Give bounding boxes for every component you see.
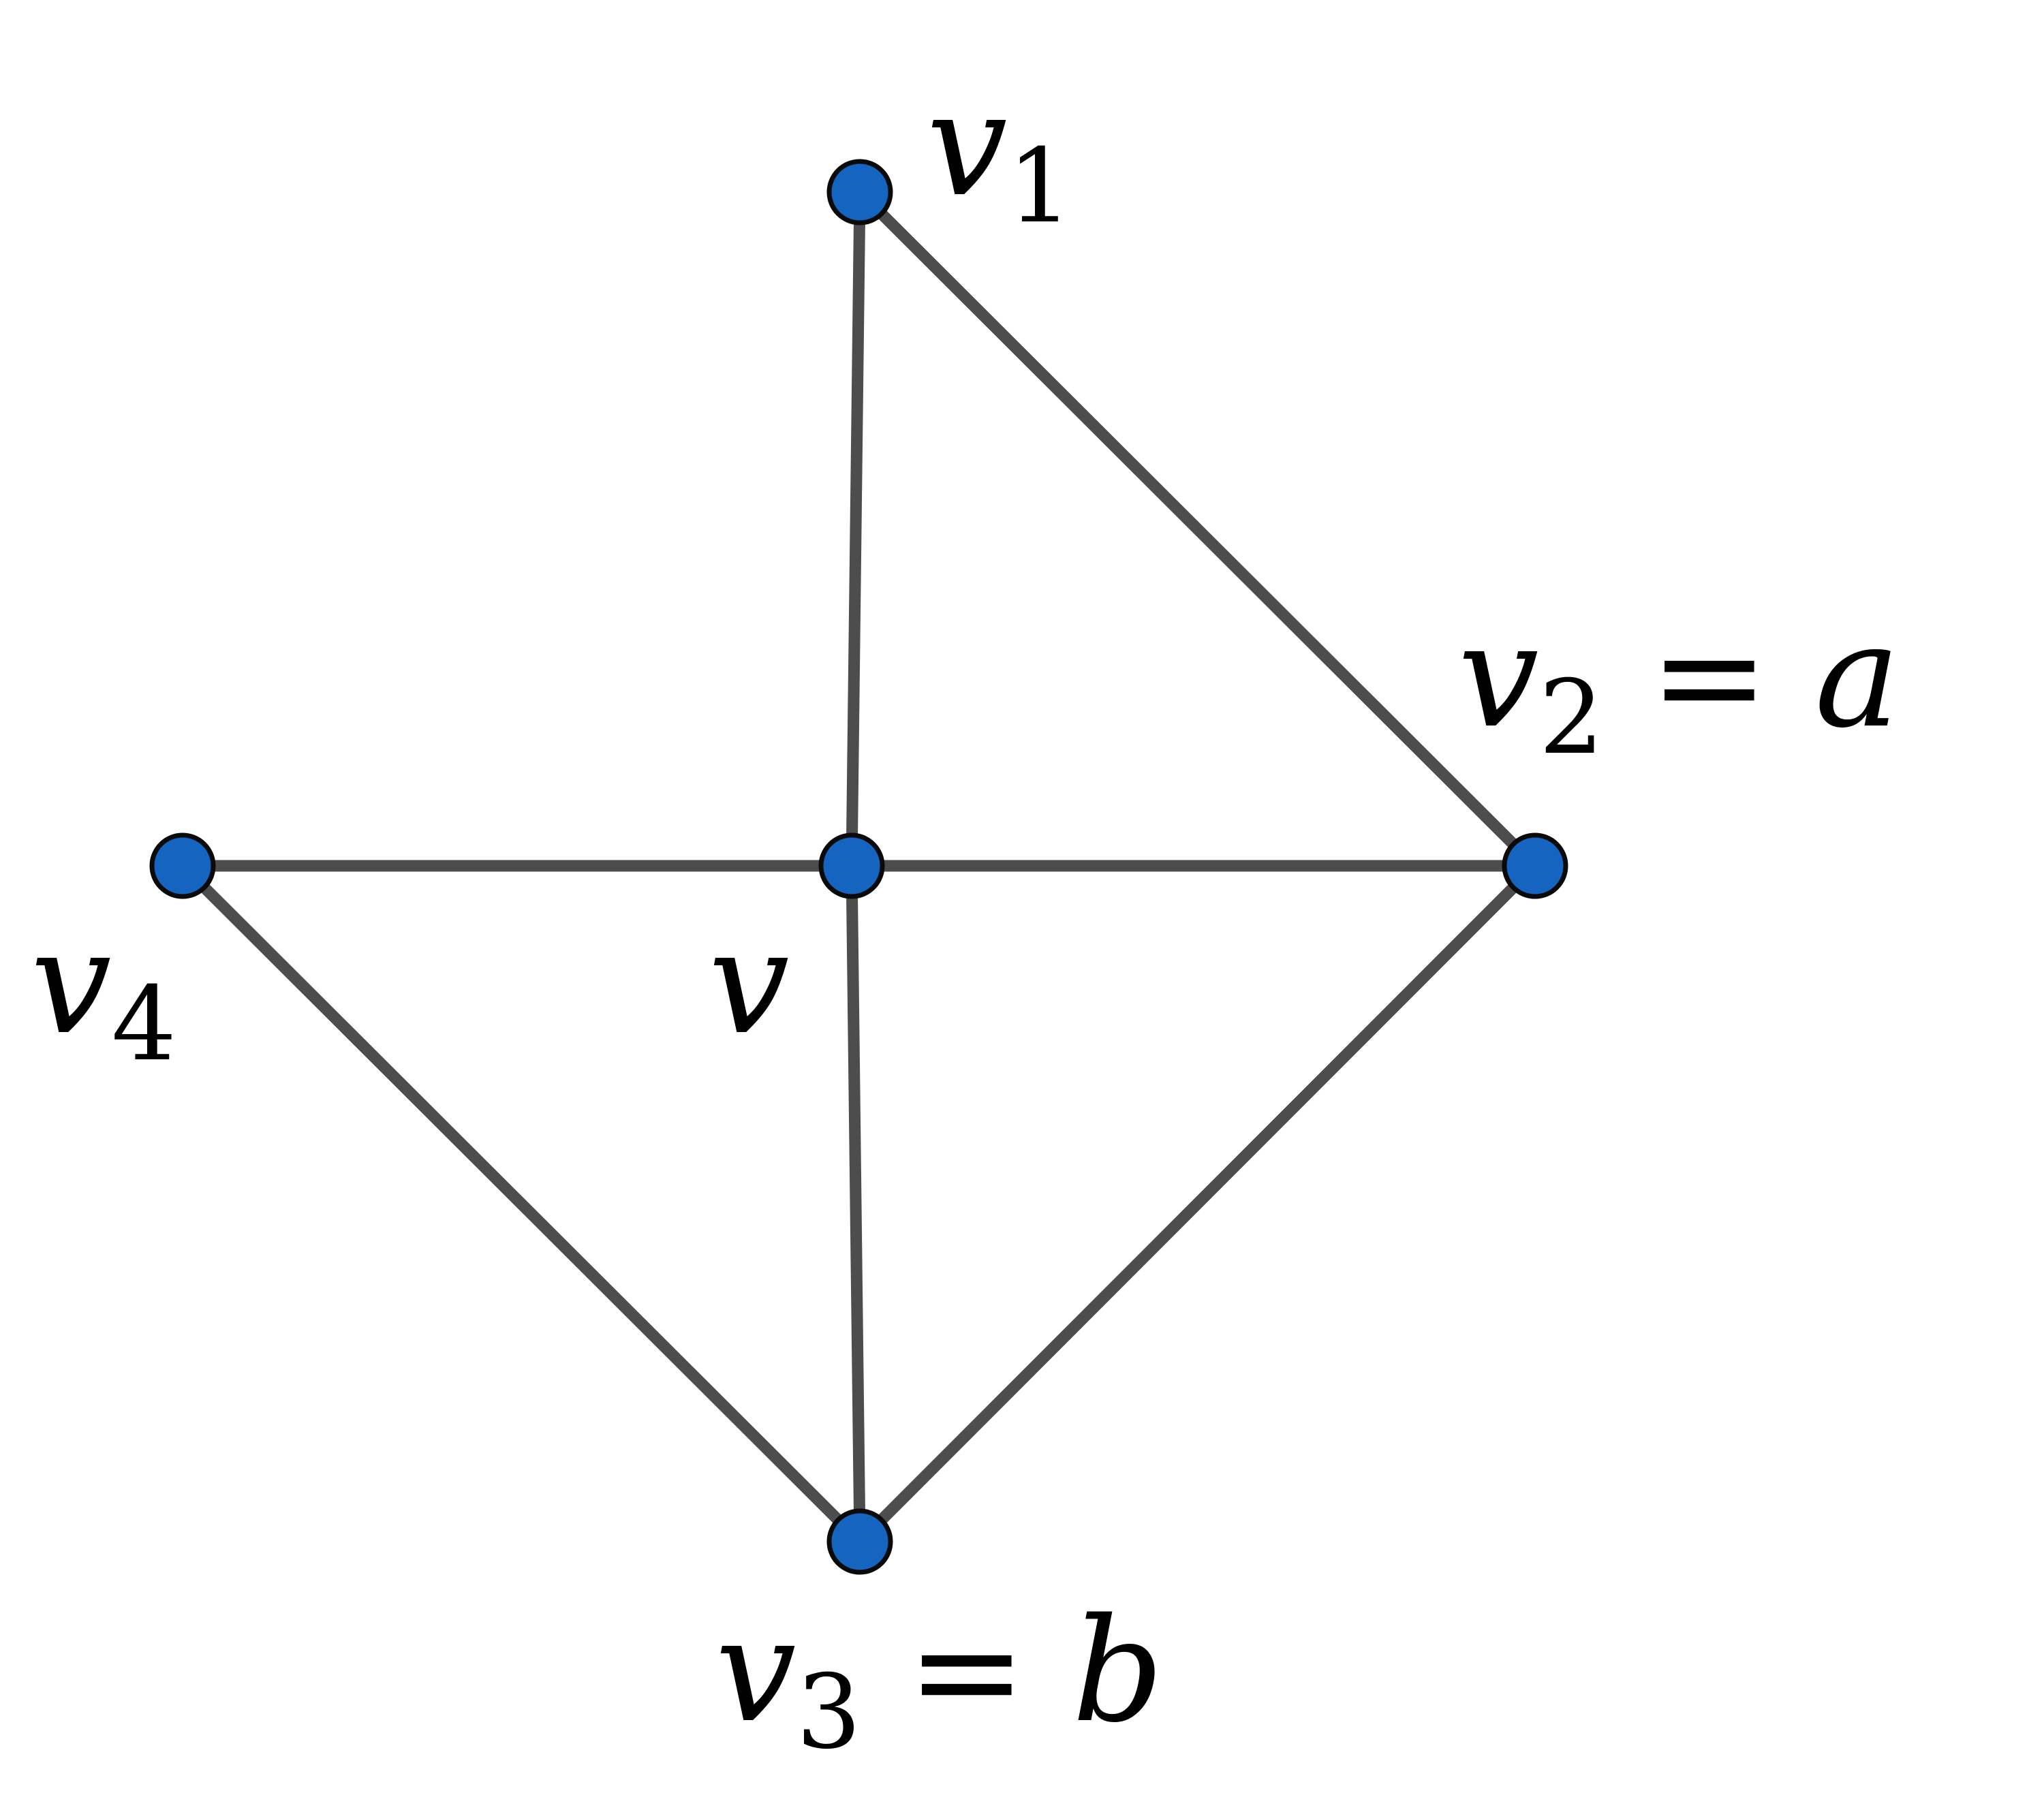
label-v4-sub: 4 (112, 965, 176, 1084)
label-v: v (709, 899, 790, 1066)
label-v3-value: b (1072, 1587, 1164, 1754)
node-v2 (1502, 832, 1568, 899)
label-v2: v2 = a (1458, 593, 1900, 777)
label-v1: v1 (927, 61, 1072, 246)
node-v1 (826, 159, 893, 225)
label-v4-base: v (31, 899, 112, 1066)
edge-v4-v3 (176, 860, 866, 1548)
label-v2-base: v (1458, 593, 1539, 760)
edge-v2-v3 (854, 860, 1541, 1548)
edge-v1-v2 (854, 186, 1541, 872)
label-v2-equals: = (1604, 593, 1814, 760)
label-v-base: v (709, 899, 790, 1066)
label-v1-sub: 1 (1008, 127, 1072, 246)
node-v (818, 832, 885, 899)
edge-v1-v (846, 186, 866, 872)
label-v3-equals: = (861, 1587, 1072, 1754)
edges-layer (176, 186, 1541, 1548)
label-v2-sub: 2 (1539, 659, 1604, 777)
node-v3 (826, 1508, 893, 1575)
edge-v-v3 (846, 860, 866, 1548)
label-v1-base: v (927, 61, 1008, 228)
label-v3-sub: 3 (796, 1653, 861, 1772)
nodes-layer (149, 159, 1568, 1575)
label-v4: v4 (31, 899, 176, 1084)
label-v3-base: v (715, 1587, 796, 1754)
label-v3: v3 = b (715, 1587, 1164, 1772)
label-v2-value: a (1815, 593, 1900, 760)
node-v4 (149, 832, 216, 899)
